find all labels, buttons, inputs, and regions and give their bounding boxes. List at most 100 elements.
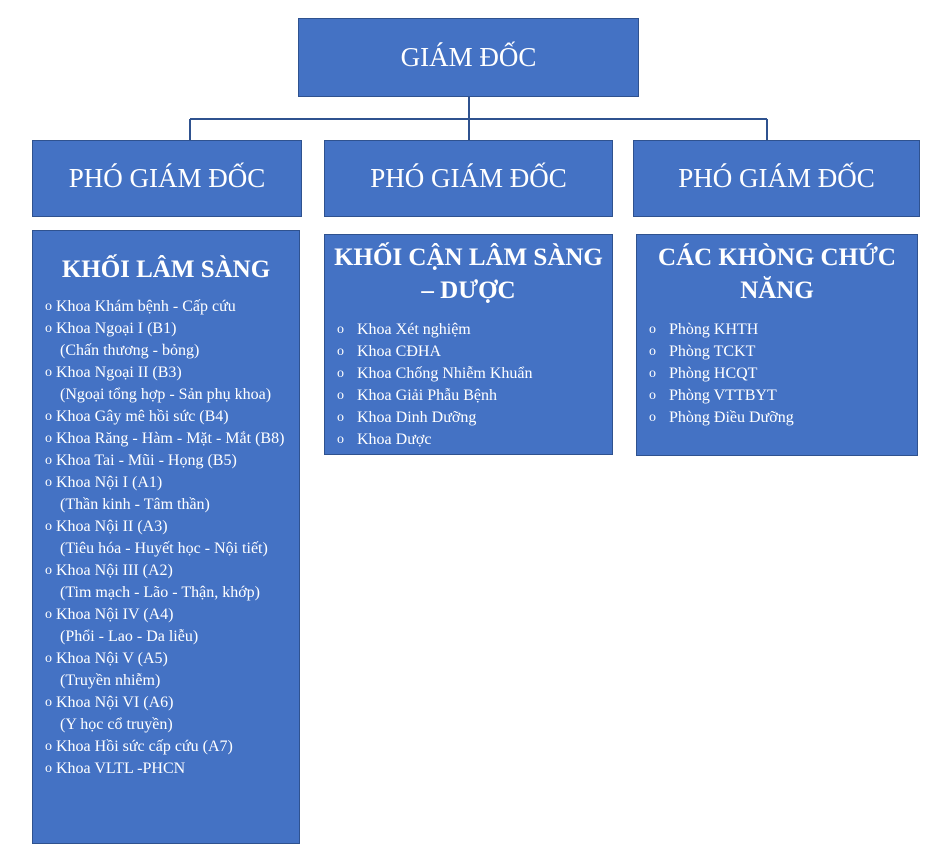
paraclinical-pharmacy-block: KHỐI CẬN LÂM SÀNG – DƯỢC o Khoa Xét nghiệ…	[324, 234, 613, 455]
list-item: o Khoa Dinh Dưỡng	[337, 407, 606, 429]
list-item-text: Khoa Chống Nhiễm Khuẩn	[357, 365, 533, 382]
list-item: o Khoa Khám bệnh - Cấp cứu	[45, 296, 295, 318]
vice-director-box-3: PHÓ GIÁM ĐỐC	[633, 140, 920, 217]
block-title: KHỐI LÂM SÀNG	[61, 256, 271, 283]
bullet-icon: o	[45, 695, 52, 710]
list-item: o Phòng Điều Dưỡng	[649, 407, 911, 429]
list-item: o Khoa Nội I (A1) (Thần kinh - Tâm thần)	[45, 472, 295, 516]
bullet-icon: o	[45, 453, 52, 468]
list-item-text: Khoa Nội VI (A6)	[56, 694, 174, 711]
list-item-text: Khoa Nội II (A3)	[56, 518, 168, 535]
list-item: o Khoa Xét nghiệm	[337, 319, 606, 341]
list-item-text: Phòng VTTBYT	[669, 387, 777, 404]
list-item-subtext: (Truyền nhiễm)	[60, 672, 161, 689]
block-title: KHỐI CẬN LÂM SÀNG – DƯỢC	[334, 244, 603, 304]
bullet-icon: o	[337, 432, 344, 447]
list-item-text: Khoa Nội V (A5)	[56, 650, 168, 667]
bullet-icon: o	[45, 761, 52, 776]
bullet-icon: o	[337, 366, 344, 381]
bullet-icon: o	[45, 607, 52, 622]
list-item: o Khoa Răng - Hàm - Mặt - Mắt (B8)	[45, 428, 295, 450]
list-item-text: Khoa CĐHA	[357, 343, 441, 360]
list-item-subtext: (Phổi - Lao - Da liễu)	[60, 628, 199, 645]
list-item-text: Phòng TCKT	[669, 343, 756, 360]
list-item-text: Phòng KHTH	[669, 321, 759, 338]
list-item-text: Khoa Nội I (A1)	[56, 474, 163, 491]
director-box: GIÁM ĐỐC	[298, 18, 639, 97]
list-item: o Khoa Hồi sức cấp cứu (A7)	[45, 736, 295, 758]
list-item-text: Khoa Nội IV (A4)	[56, 606, 174, 623]
list-item: o Phòng VTTBYT	[649, 385, 911, 407]
vice-director-label: PHÓ GIÁM ĐỐC	[678, 163, 875, 193]
list-item-text: Khoa Xét nghiệm	[357, 321, 471, 338]
block-title: CÁC KHÒNG CHỨC NĂNG	[658, 244, 896, 304]
list-item-text: Khoa Dược	[357, 431, 432, 448]
vice-director-label: PHÓ GIÁM ĐỐC	[68, 163, 266, 193]
vice-director-box-2: PHÓ GIÁM ĐỐC	[324, 140, 613, 217]
bullet-icon: o	[45, 475, 52, 490]
bullet-icon: o	[649, 344, 656, 359]
director-label: GIÁM ĐỐC	[400, 42, 537, 72]
list-item: o Khoa Gây mê hồi sức (B4)	[45, 406, 295, 428]
list-item: o Khoa Nội V (A5) (Truyền nhiễm)	[45, 648, 295, 692]
list-item: o Khoa Nội VI (A6) (Y học cổ truyền)	[45, 692, 295, 736]
list-item: o Khoa Giải Phẫu Bệnh	[337, 385, 606, 407]
vice-director-box-1: PHÓ GIÁM ĐỐC	[32, 140, 302, 217]
bullet-icon: o	[649, 322, 656, 337]
bullet-icon: o	[45, 739, 52, 754]
list-item-subtext: (Chấn thương - bỏng)	[60, 342, 200, 359]
list-item: o Khoa Nội III (A2) (Tim mạch - Lão - Thận…	[45, 560, 295, 604]
bullet-icon: o	[45, 651, 52, 666]
list-item-text: Khoa Hồi sức cấp cứu (A7)	[56, 738, 233, 755]
list-item-subtext: (Y học cổ truyền)	[60, 716, 173, 733]
vice-director-label: PHÓ GIÁM ĐỐC	[370, 163, 567, 193]
list-item: o Khoa Nội II (A3) (Tiêu hóa - Huyết học -…	[45, 516, 295, 560]
list-item: o Khoa VLTL -PHCN	[45, 758, 295, 780]
list-item: o Khoa Dược	[337, 429, 606, 451]
list-item-text: Khoa Dinh Dưỡng	[357, 409, 477, 426]
list-item: o Khoa Nội IV (A4) (Phổi - Lao - Da liễu)	[45, 604, 295, 648]
bullet-icon: o	[45, 563, 52, 578]
list-item: o Khoa Chống Nhiễm Khuẩn	[337, 363, 606, 385]
list-item-text: Khoa Nội III (A2)	[56, 562, 173, 579]
list-item-text: Phòng Điều Dưỡng	[669, 409, 794, 426]
list-item: o Phòng KHTH	[649, 319, 911, 341]
list-item: o Khoa CĐHA	[337, 341, 606, 363]
list-item-text: Khoa Ngoại II (B3)	[56, 364, 182, 381]
bullet-icon: o	[45, 299, 52, 314]
list-item: o Phòng TCKT	[649, 341, 911, 363]
bullet-icon: o	[45, 519, 52, 534]
bullet-icon: o	[649, 366, 656, 381]
list-item-text: Khoa VLTL -PHCN	[56, 760, 186, 777]
bullet-icon: o	[337, 410, 344, 425]
bullet-icon: o	[45, 321, 52, 336]
bullet-icon: o	[45, 431, 52, 446]
list-item-subtext: (Thần kinh - Tâm thần)	[60, 496, 210, 513]
list-item-text: Khoa Giải Phẫu Bệnh	[357, 387, 497, 404]
list-item-text: Khoa Khám bệnh - Cấp cứu	[56, 298, 236, 315]
bullet-icon: o	[649, 410, 656, 425]
list-item-text: Khoa Gây mê hồi sức (B4)	[56, 408, 229, 425]
bullet-icon: o	[337, 344, 344, 359]
list-item: o Phòng HCQT	[649, 363, 911, 385]
bullet-icon: o	[649, 388, 656, 403]
list-item-text: Khoa Tai - Mũi - Họng (B5)	[56, 452, 237, 469]
list-item-subtext: (Tim mạch - Lão - Thận, khớp)	[60, 584, 260, 601]
list-item-subtext: (Ngoại tổng hợp - Sản phụ khoa)	[60, 386, 272, 403]
list-item-subtext: (Tiêu hóa - Huyết học - Nội tiết)	[60, 540, 268, 557]
bullet-icon: o	[45, 409, 52, 424]
bullet-icon: o	[337, 388, 344, 403]
list-item-text: Phòng HCQT	[669, 365, 758, 382]
bullet-icon: o	[45, 365, 52, 380]
list-item: o Khoa Ngoại II (B3) (Ngoại tổng hợp - Sản…	[45, 362, 295, 406]
list-item: o Khoa Tai - Mũi - Họng (B5)	[45, 450, 295, 472]
list-item-text: Khoa Răng - Hàm - Mặt - Mắt (B8)	[56, 430, 285, 447]
bullet-icon: o	[337, 322, 344, 337]
